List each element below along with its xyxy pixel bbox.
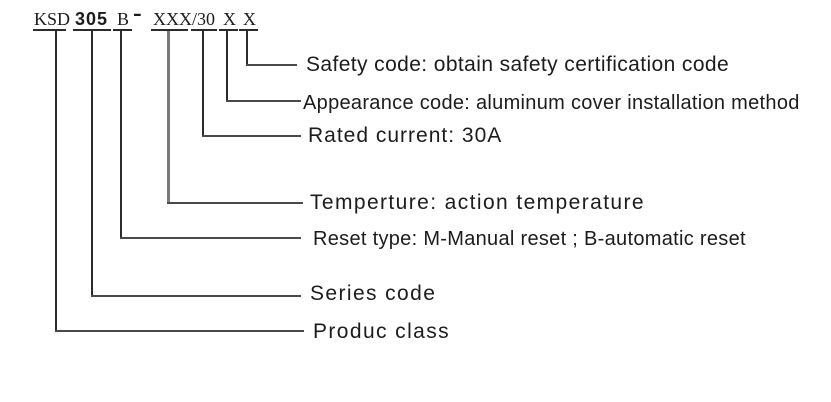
underline-reset-type bbox=[113, 29, 132, 31]
code-segment-series-code: 305 bbox=[75, 9, 109, 29]
underline-temperature bbox=[151, 29, 188, 31]
underline-safety-code bbox=[239, 29, 258, 31]
connector-series-code bbox=[91, 295, 301, 297]
label-appearance-code: Appearance code: aluminum cover installa… bbox=[303, 92, 800, 114]
tick-product-class bbox=[55, 31, 57, 332]
tick-appearance-code bbox=[226, 31, 228, 102]
tick-series-code bbox=[91, 31, 93, 297]
label-reset-type: Reset type: M-Manual reset ; B-automatic… bbox=[313, 228, 746, 250]
code-segment-reset-type: B bbox=[117, 9, 130, 29]
connector-reset-type bbox=[120, 237, 301, 239]
code-segment-temp-current: XXX/30 bbox=[153, 9, 215, 29]
label-safety-code: Safety code: obtain safety certification… bbox=[306, 53, 730, 76]
code-segment-dash: - bbox=[133, 0, 142, 27]
code-segment-appearance-code: X bbox=[223, 9, 236, 29]
tick-reset-type bbox=[120, 31, 122, 239]
underline-series-code bbox=[73, 29, 111, 31]
label-product-class: Produc class bbox=[313, 320, 451, 343]
underline-product-class bbox=[33, 29, 66, 31]
label-series-code: Series code bbox=[310, 282, 437, 305]
underline-rated-current bbox=[191, 29, 217, 31]
connector-temperature bbox=[167, 202, 303, 204]
tick-temperature bbox=[167, 31, 170, 204]
code-segment-product-class: KSD bbox=[34, 9, 71, 29]
connector-rated-current bbox=[202, 135, 301, 137]
connector-appearance bbox=[226, 100, 301, 102]
label-rated-current: Rated current: 30A bbox=[308, 124, 503, 147]
label-temperature: Temperture: action temperature bbox=[310, 191, 645, 214]
connector-product-class bbox=[55, 330, 304, 332]
tick-safety-code bbox=[246, 31, 248, 66]
connector-safety bbox=[246, 64, 297, 66]
code-segment-safety-code: X bbox=[243, 9, 256, 29]
tick-rated-current bbox=[202, 31, 204, 137]
underline-appearance-code bbox=[219, 29, 238, 31]
